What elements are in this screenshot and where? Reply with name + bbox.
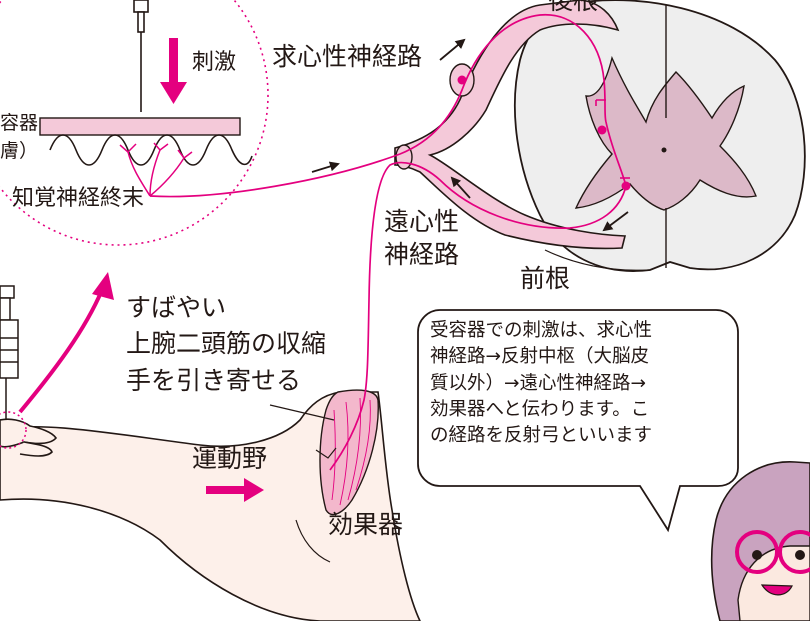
needle-icon — [133, 0, 149, 112]
receptor-band — [39, 117, 241, 136]
synapse — [597, 125, 607, 135]
sensory-nerve-ending-label: 知覚神経終末 — [12, 186, 145, 211]
receptor-label: 容器 — [0, 112, 39, 134]
caption-leader-line — [269, 404, 335, 421]
reflex-action-label: すばやい 上腕二頭筋の収縮 手を引き寄せる — [126, 293, 327, 395]
doctor-character — [710, 461, 810, 621]
syringe-icon — [0, 285, 19, 420]
dorsal-root-label: 後根 — [548, 0, 599, 15]
skin-label: 膚） — [0, 140, 39, 162]
elbow-crease — [295, 519, 331, 563]
motor-field-label: 運動野 — [192, 444, 268, 473]
arm — [0, 391, 421, 621]
stimulus-arrow — [160, 38, 187, 104]
efferent-arrow — [450, 176, 471, 199]
speech-bubble — [417, 309, 739, 533]
skin-line — [49, 134, 253, 166]
ventral-root-label: 前根 — [520, 264, 571, 293]
hand — [0, 418, 58, 457]
ventral-arrow — [602, 211, 629, 232]
efferent-path-label: 遠心性 神経路 — [384, 207, 460, 269]
afferent-path-label: 求心性神経路 — [272, 42, 423, 71]
afferent-arrow — [439, 38, 466, 61]
stimulus-label: 刺激 — [192, 50, 237, 75]
magnify-focus-circle — [0, 411, 27, 449]
biceps-muscle — [315, 389, 379, 516]
sensory-nerve-ending — [119, 142, 193, 197]
withdrawal-arrow — [18, 289, 104, 414]
nerve-fiber — [149, 14, 627, 471]
nerve-cell-body — [457, 75, 467, 85]
effector-label: 効果器 — [328, 510, 404, 539]
motor-field-arrow — [206, 478, 264, 502]
signal-direction-arrow — [311, 161, 340, 173]
motor-neuron — [621, 181, 631, 191]
speech-bubble-text: 受容器での刺激は、求心性 神経路→反射中枢（大脳皮 質以外）→遠心性神経路→ 効… — [430, 320, 653, 447]
magnified-circle — [0, 0, 269, 246]
